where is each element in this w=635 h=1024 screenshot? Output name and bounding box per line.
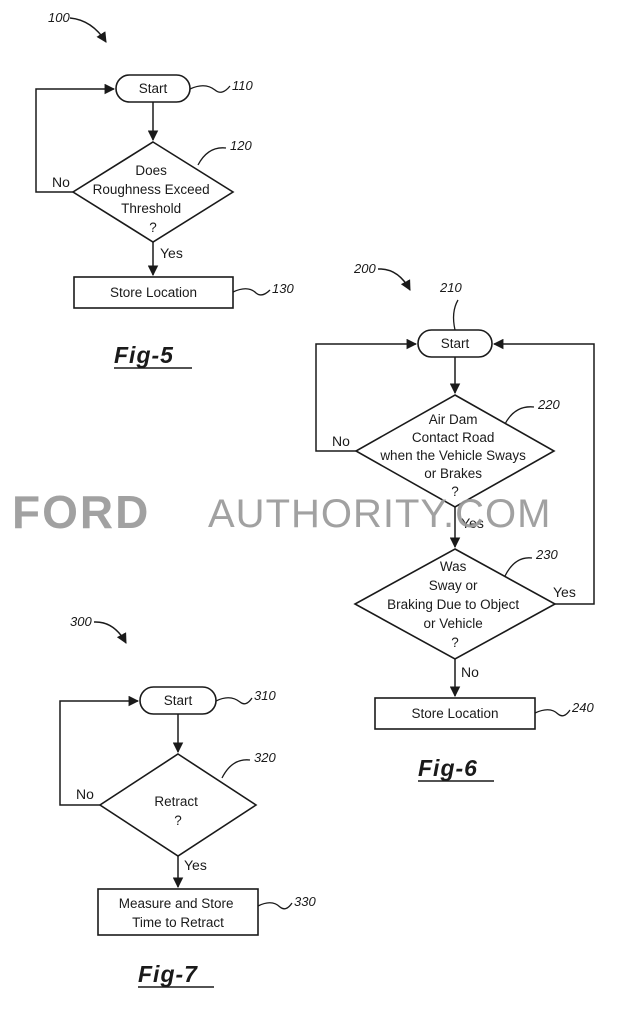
fig6-no2-label: No (461, 664, 479, 680)
watermark-brand: FORD (12, 486, 150, 538)
fig7-ref-label: 300 (70, 614, 92, 629)
fig6-decision2-text: Was Sway or Braking Due to Object or Veh… (387, 559, 523, 650)
fig6-decision2-line-4: or Vehicle (423, 616, 482, 631)
fig5-decision-line-1: Does (135, 163, 167, 178)
fig5-ref-arrow (70, 18, 106, 42)
fig7-no-label: No (76, 786, 94, 802)
fig7-start-ref: 310 (254, 688, 276, 703)
fig6-no1-label: No (332, 433, 350, 449)
fig6-start-ref: 210 (439, 280, 462, 295)
fig7-decision-line-1: Retract (154, 794, 198, 809)
fig7-start-text: Start (164, 693, 193, 708)
fig6-decision2-line-3: Braking Due to Object (387, 597, 519, 612)
fig7-ref-arrow (94, 622, 126, 643)
fig7-store-ref: 330 (294, 894, 316, 909)
fig7-decision-line-2: ? (174, 813, 182, 828)
fig6-decision2-leader (505, 558, 532, 576)
fig5-start-ref: 110 (232, 78, 253, 93)
fig5-caption: Fig-5 (114, 342, 174, 368)
fig5-ref-label: 100 (48, 10, 70, 25)
fig6-decision2-ref: 230 (535, 547, 558, 562)
fig5-store-leader (233, 289, 270, 295)
fig6-decision1-ref: 220 (537, 397, 560, 412)
fig7-decision-leader (222, 760, 250, 778)
fig5-yes-label: Yes (160, 245, 183, 261)
fig6-decision2-line-2: Sway or (429, 578, 478, 593)
fig5-store-ref: 130 (272, 281, 294, 296)
fig7-store-line-2: Time to Retract (132, 915, 224, 930)
fig5-start-text: Start (139, 81, 168, 96)
fig6-start-text: Start (441, 336, 470, 351)
fig6-decision1-line-3: when the Vehicle Sways (379, 448, 526, 463)
fig7-caption: Fig-7 (138, 961, 198, 987)
fig6-decision1-leader (505, 407, 534, 424)
fig5-decision-line-3: Threshold (121, 201, 181, 216)
fig6-start-leader (454, 300, 458, 330)
fig7-start-leader (216, 698, 252, 704)
fig6-caption: Fig-6 (418, 755, 478, 781)
watermark: FORD AUTHORITY.COM (12, 486, 551, 538)
fig5-no-label: No (52, 174, 70, 190)
figure-7: 300 Start 310 Retract ? 320 No Yes Measu… (60, 614, 316, 987)
fig6-decision1-line-4: or Brakes (424, 466, 482, 481)
watermark-site: AUTHORITY.COM (208, 492, 551, 536)
fig6-decision1-line-2: Contact Road (412, 430, 495, 445)
fig6-store-text: Store Location (411, 706, 498, 721)
fig6-decision2-line-5: ? (451, 635, 459, 650)
fig7-decision-ref: 320 (254, 750, 276, 765)
fig6-decision1-line-1: Air Dam (429, 412, 478, 427)
fig5-decision-ref: 120 (230, 138, 252, 153)
fig5-decision-leader (198, 148, 226, 165)
fig5-start-leader (190, 86, 230, 93)
fig7-store-leader (258, 903, 292, 909)
fig5-decision-line-2: Roughness Exceed (93, 182, 210, 197)
fig6-store-leader (535, 710, 570, 716)
fig5-decision-line-4: ? (149, 220, 157, 235)
fig5-store-text: Store Location (110, 285, 197, 300)
fig6-ref-label: 200 (353, 261, 376, 276)
fig7-store-line-1: Measure and Store (119, 896, 234, 911)
fig6-decision2-line-1: Was (440, 559, 467, 574)
fig6-store-ref: 240 (571, 700, 594, 715)
fig7-yes-label: Yes (184, 857, 207, 873)
figure-5: 100 Start 110 Does Roughness Exceed Thre… (36, 10, 294, 368)
fig6-ref-arrow (378, 269, 410, 290)
fig6-yes2-label: Yes (553, 584, 576, 600)
